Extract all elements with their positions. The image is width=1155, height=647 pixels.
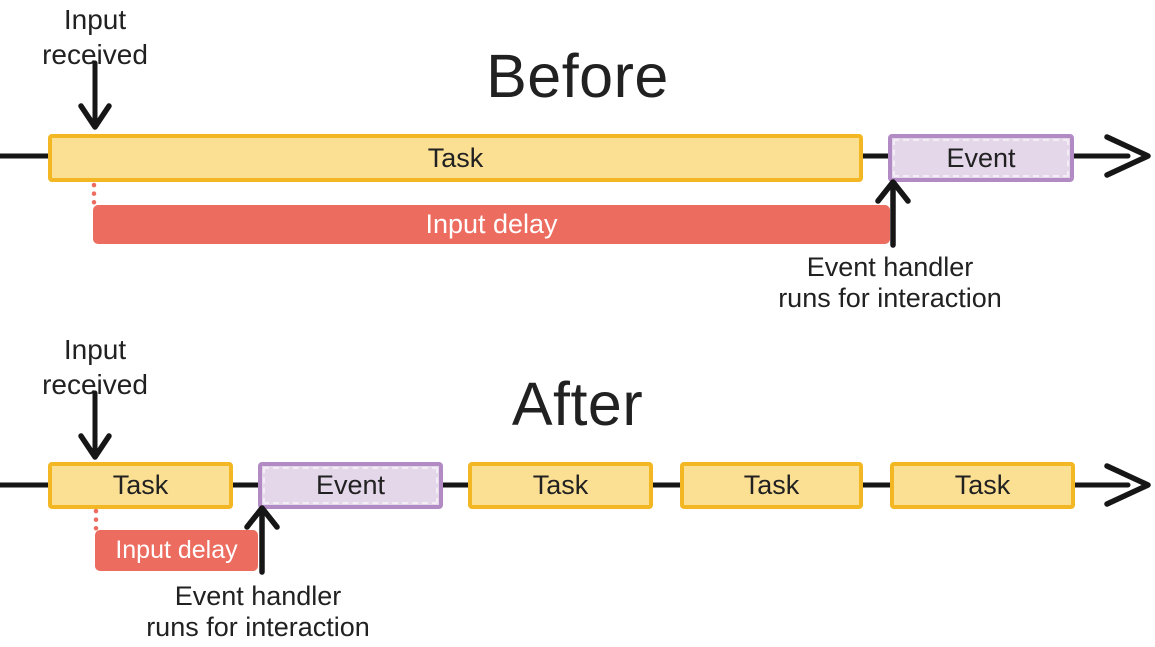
input-received-label-after: Input received (25, 332, 165, 402)
event-handler-arrow-up-icon-before (875, 179, 911, 248)
input-delay-label: Input delay (115, 536, 238, 564)
input-delay-bar-before: Input delay (93, 205, 890, 244)
input-arrow-down-icon-after (78, 390, 112, 460)
event-handler-line1: Event handler (806, 252, 974, 282)
task-bar-label: Task (112, 470, 169, 500)
event-handler-line2: runs for interaction (778, 283, 1002, 313)
task-bar-after-4: Task (890, 462, 1075, 509)
input-received-label-before: Input received (25, 2, 165, 72)
after-section-title: After (511, 370, 644, 438)
event-bar-after: Event (258, 462, 443, 509)
input-delay-bar-after: Input delay (95, 530, 258, 571)
input-received-line1: Input (63, 334, 127, 365)
event-bar-label: Event (315, 470, 386, 500)
task-bar-label: Task (532, 470, 589, 500)
delay-dotted-connector-before (91, 182, 97, 206)
input-arrow-down-icon-before (78, 60, 112, 130)
input-delay-label: Input delay (425, 209, 558, 239)
task-bar-after-2: Task (468, 462, 653, 509)
event-handler-label-after: Event handler runs for interaction (108, 581, 408, 643)
event-bar-before: Event (888, 134, 1074, 182)
event-handler-line2: runs for interaction (146, 612, 370, 642)
event-handler-line1: Event handler (174, 581, 342, 611)
input-received-line1: Input (63, 4, 127, 35)
task-bar-before: Task (48, 134, 863, 182)
task-bar-after-1: Task (48, 462, 233, 509)
event-bar-label: Event (946, 142, 1016, 173)
delay-dotted-connector-after (93, 508, 99, 532)
task-bar-label: Task (427, 142, 484, 173)
task-bar-label: Task (743, 470, 800, 500)
event-handler-label-before: Event handler runs for interaction (740, 252, 1040, 314)
event-handler-arrow-up-icon-after (244, 505, 280, 575)
task-bar-label: Task (954, 470, 1011, 500)
task-bar-after-3: Task (680, 462, 863, 509)
before-section-title: Before (486, 42, 669, 110)
